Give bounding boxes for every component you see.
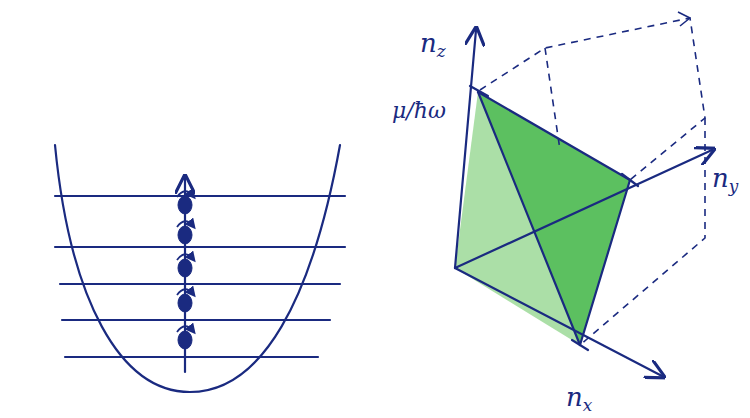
particle	[178, 226, 192, 244]
spin-arrow	[177, 326, 193, 332]
cube-edge	[480, 18, 705, 180]
cube-edge	[678, 12, 690, 26]
nz-axis	[455, 30, 476, 268]
triangle-edge	[580, 180, 630, 345]
spin-arrow	[177, 289, 193, 295]
energy-level	[65, 356, 318, 358]
cube-edge	[580, 118, 705, 345]
triangle-edge	[478, 92, 580, 345]
potential-well	[55, 145, 345, 392]
tick-mark	[470, 86, 638, 350]
particle	[178, 331, 192, 349]
energy-level	[55, 195, 345, 197]
fermi-surface	[455, 92, 630, 345]
axis-label: ny	[712, 165, 738, 195]
parabola	[55, 145, 340, 392]
particle	[178, 259, 192, 277]
spin-arrow	[177, 221, 193, 227]
particle	[178, 196, 192, 214]
energy-level	[55, 246, 345, 248]
spin-arrow	[177, 254, 193, 260]
axes	[455, 30, 712, 376]
particle	[178, 294, 192, 312]
spin-arrow	[177, 191, 193, 197]
axis-label: nx	[566, 384, 592, 414]
nx-axis	[455, 268, 662, 376]
green-face	[478, 92, 630, 345]
energy-level	[60, 283, 340, 285]
axis-label: nz	[420, 30, 446, 60]
energy-level	[62, 319, 330, 321]
ny-axis	[455, 150, 712, 268]
triangle-edge	[478, 92, 630, 180]
scale-label: μ/ħω	[392, 100, 446, 122]
particles	[177, 191, 193, 349]
